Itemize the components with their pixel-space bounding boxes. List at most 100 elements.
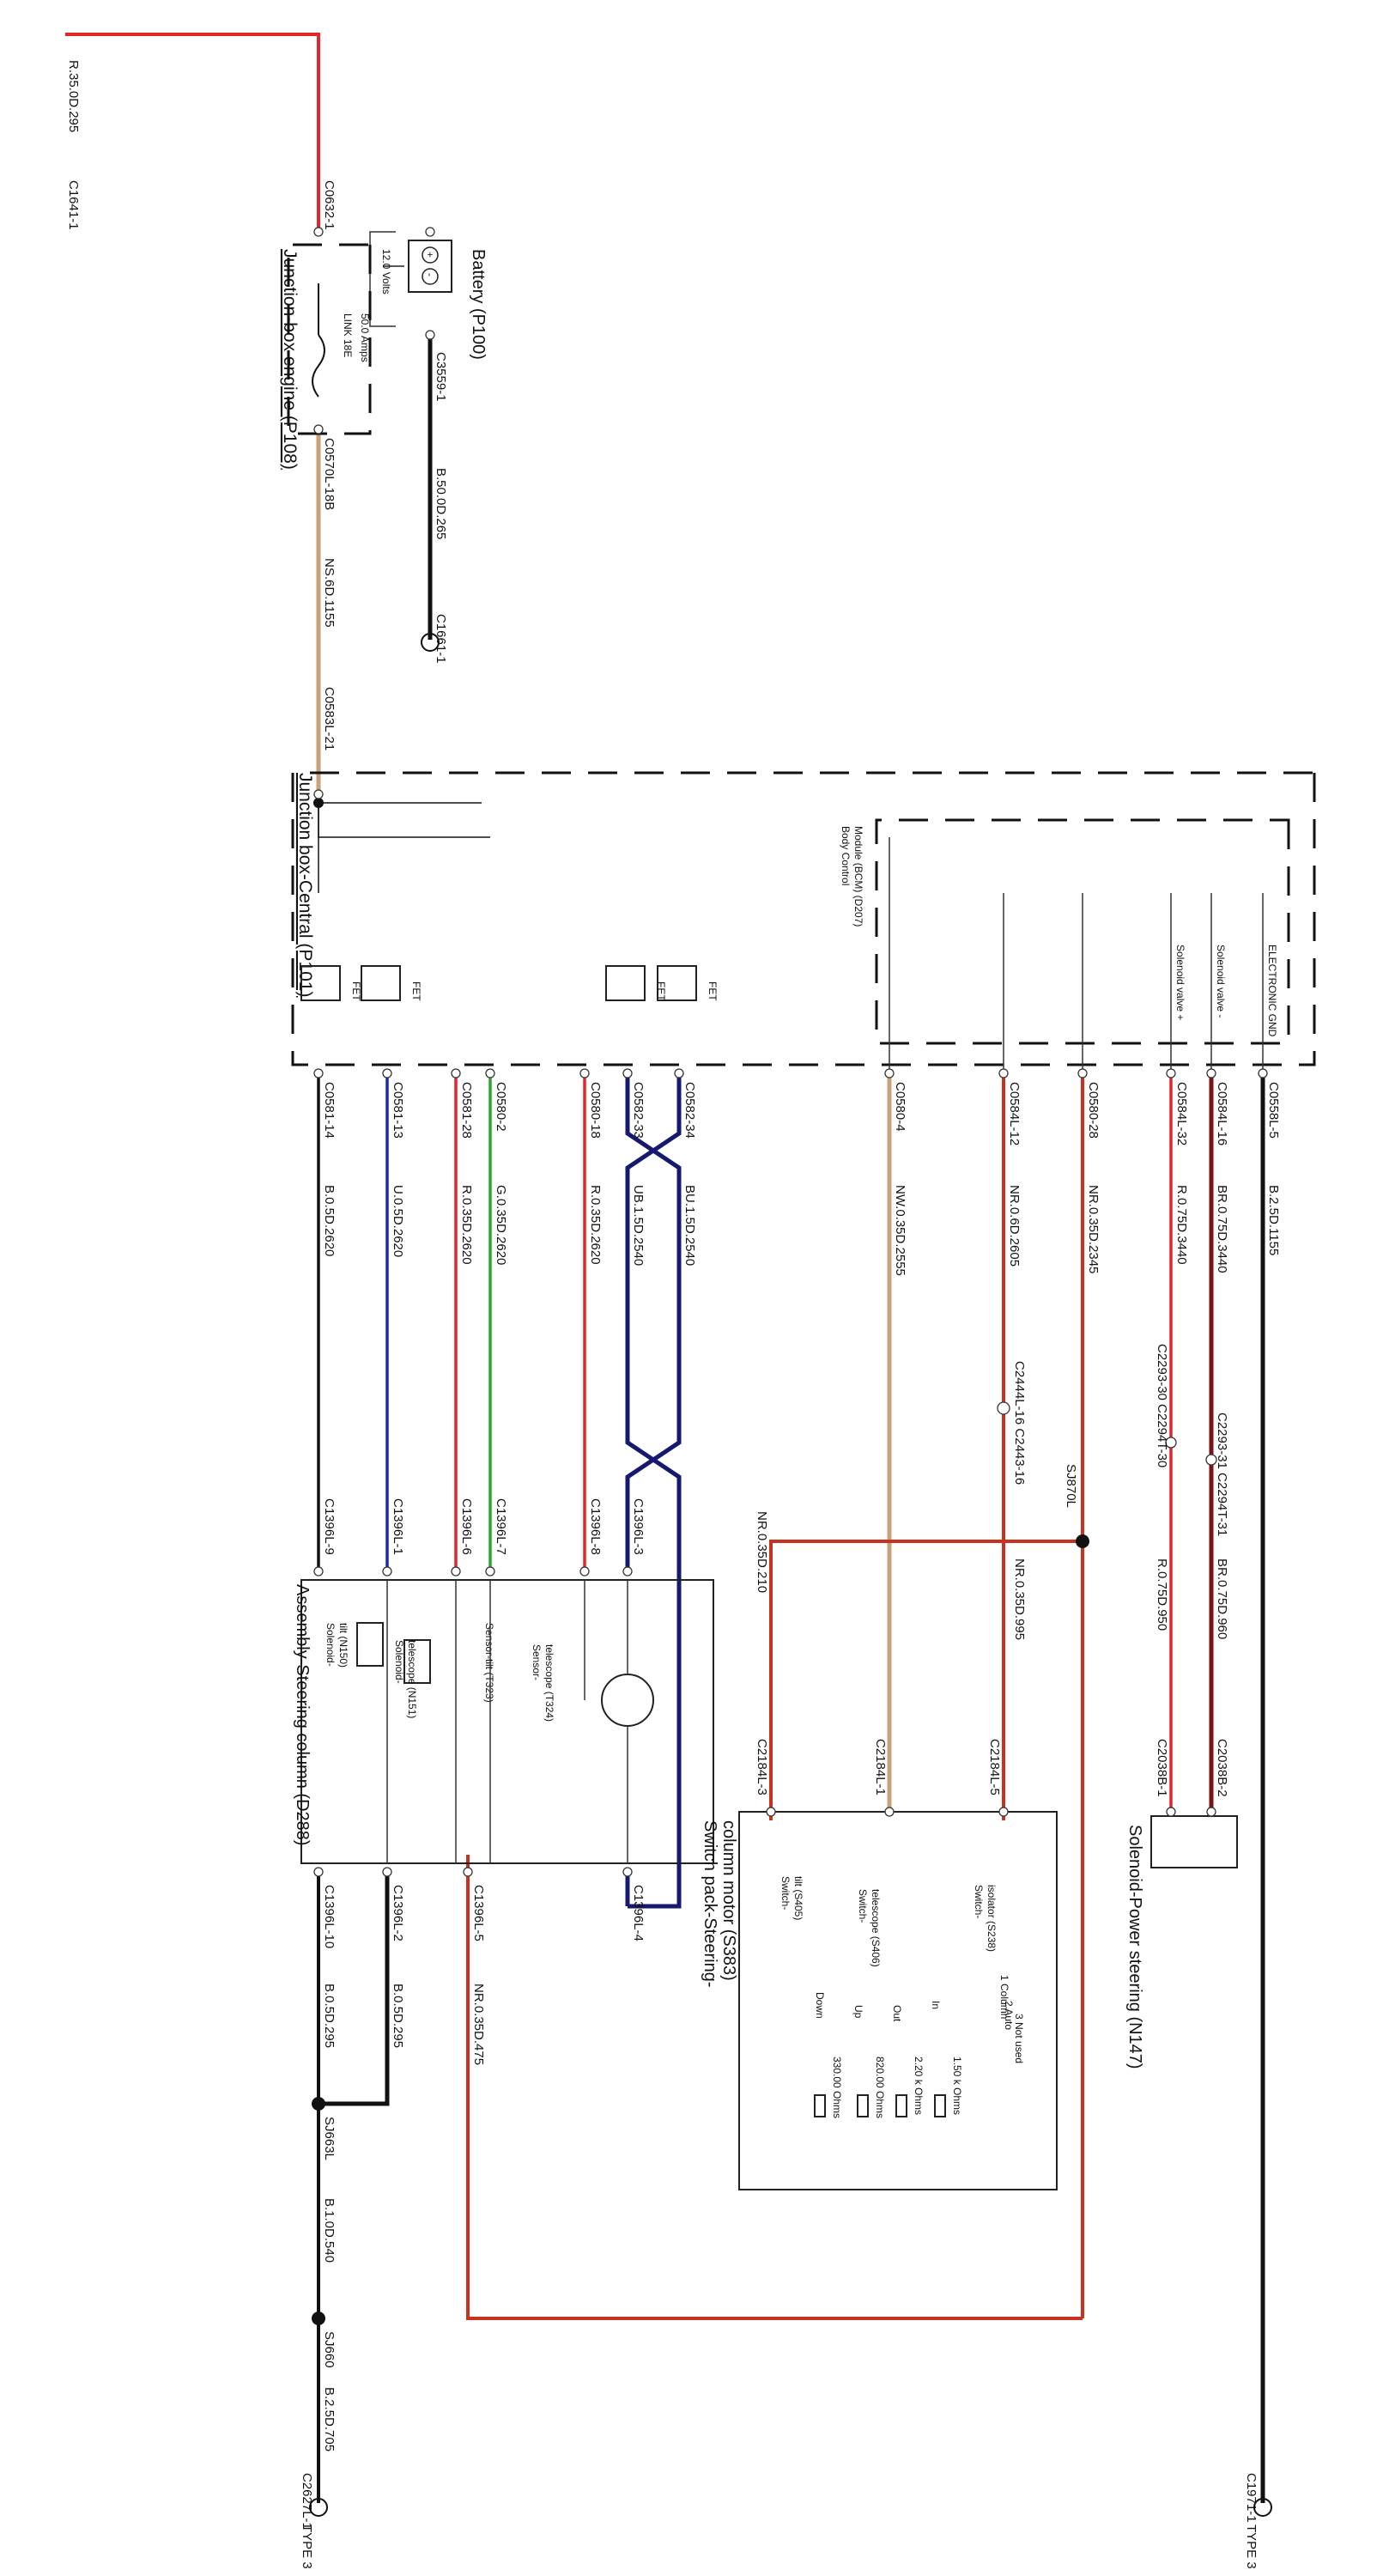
label-electronic-gnd: ELECTRONIC GND bbox=[1266, 945, 1278, 1037]
lbl-c0558: C0558L-5 bbox=[1266, 1082, 1281, 1139]
solenoid-telescope-l1: Solenoid- bbox=[393, 1640, 405, 1684]
lbl-nr2345: NR.0.35D.2345 bbox=[1086, 1185, 1101, 1273]
svg-text:+: + bbox=[424, 252, 436, 258]
lbl-c1396-3: C1396L-3 bbox=[631, 1498, 646, 1555]
lbl-sj870: SJ870L bbox=[1064, 1464, 1078, 1508]
solenoid-power-steering: Solenoid-Power steering (N147) bbox=[1125, 1815, 1238, 2069]
lbl-ub15: UB.1.5D.2540 bbox=[631, 1185, 646, 1266]
lbl-r2620a: R.0.35D.2620 bbox=[459, 1185, 474, 1265]
lbl-c0583: C0583L-21 bbox=[322, 687, 337, 750]
junction-box-central: Junction box-Central (P101) Body Control… bbox=[291, 771, 1316, 1073]
lbl-c3559: C3559-1 bbox=[434, 352, 448, 402]
wire-ub-2540 bbox=[625, 1073, 682, 1571]
lbl-nr475: NR.0.35D.475 bbox=[471, 1984, 486, 2065]
solenoid-telescope-l2: telescope (N151) bbox=[406, 1640, 418, 1718]
lbl-b2620: B.0.5D.2620 bbox=[322, 1185, 337, 1256]
lbl-sj663: SJ663L bbox=[322, 2117, 337, 2160]
lbl-c1396-8: C1396L-8 bbox=[588, 1498, 603, 1555]
label-up: Up bbox=[852, 2005, 864, 2019]
fuse-rating: 50.0 Amps bbox=[359, 313, 371, 362]
svg-text:-: - bbox=[424, 273, 436, 276]
lbl-c2293-30: C2293-30 C2294T-30 bbox=[1155, 1344, 1169, 1467]
fet-label-2: FET bbox=[410, 981, 422, 1001]
ground-icon bbox=[421, 633, 440, 652]
lbl-b25-705: B.2.5D.705 bbox=[322, 2387, 337, 2451]
lbl-b10-540: B.1.0D.540 bbox=[322, 2198, 337, 2263]
lbl-c0584-32: C0584L-32 bbox=[1174, 1082, 1189, 1145]
lbl-c0580-4: C0580-4 bbox=[893, 1082, 907, 1132]
lbl-b05-295b: B.0.5D.295 bbox=[391, 1984, 405, 2048]
pos-2: 2 Auto bbox=[1003, 2001, 1015, 2030]
ground-icon bbox=[1253, 2498, 1272, 2517]
lbl-c0570: C0570L-18B bbox=[322, 438, 337, 510]
lbl-c1396-5: C1396L-5 bbox=[471, 1885, 486, 1941]
lbl-c0580-28: C0580-28 bbox=[1086, 1082, 1101, 1139]
lbl-nr995: NR.0.35D.995 bbox=[1012, 1558, 1027, 1640]
lbl-c1396-4: C1396L-4 bbox=[631, 1885, 646, 1941]
connector-pins bbox=[313, 227, 1268, 1877]
sensor-telescope-l2: telescope (T324) bbox=[543, 1644, 555, 1722]
lbl-c2038-2: C2038B-2 bbox=[1215, 1739, 1229, 1797]
wires bbox=[65, 33, 1265, 2503]
lbl-c1661: C1661-1 bbox=[434, 614, 448, 664]
lbl-c0582-33: C0582-33 bbox=[631, 1082, 646, 1139]
fet-label-4: FET bbox=[707, 981, 719, 1001]
sensor-telescope-l1: Sensor- bbox=[531, 1644, 543, 1680]
wire-labels: R.35.0D.295 C1641-1 C0632-1 C3559-1 B.50… bbox=[66, 60, 1281, 2569]
lbl-br3440: BR.0.75D.3440 bbox=[1215, 1185, 1229, 1273]
lbl-c0584-16: C0584L-16 bbox=[1215, 1082, 1229, 1145]
lbl-r35: R.35.0D.295 bbox=[66, 60, 81, 132]
switch-tilt-2: tilt (S405) bbox=[792, 1876, 804, 1920]
lbl-c2293-31: C2293-31 C2294T-31 bbox=[1215, 1413, 1229, 1536]
lbl-c2184-3: C2184L-3 bbox=[755, 1739, 769, 1795]
solenoid-tilt-l2: tilt (N150) bbox=[337, 1623, 349, 1668]
label-out: Out bbox=[891, 2005, 903, 2022]
wire-bu-2540 bbox=[625, 1073, 682, 1909]
resistor-icons bbox=[814, 2094, 946, 2117]
steering-column-assembly: Assembly-Steering column (D288) Solenoid… bbox=[293, 1579, 714, 1864]
label-down: Down bbox=[814, 1992, 826, 2019]
lbl-c1971: C1971-1 bbox=[1244, 2473, 1259, 2523]
lbl-c2184-1: C2184L-1 bbox=[873, 1739, 888, 1795]
lbl-c2444: C2444L-16 C2443-16 bbox=[1012, 1361, 1027, 1485]
lbl-c2038-1: C2038B-1 bbox=[1155, 1739, 1169, 1797]
lbl-c1396-9: C1396L-9 bbox=[322, 1498, 337, 1555]
steering-column-title: Assembly-Steering column (D288) bbox=[293, 1584, 312, 1846]
switch-pack-title-1: Switch pack-Steering- bbox=[701, 1820, 719, 1988]
switch-tilt-1: Switch- bbox=[779, 1876, 792, 1910]
lbl-c1396-2: C1396L-2 bbox=[391, 1885, 405, 1941]
label-solenoid-plus: Solenoid valve + bbox=[1174, 945, 1186, 1020]
fet-label-3: FET bbox=[655, 981, 667, 1001]
battery-voltage: 12.0 Volts bbox=[380, 249, 392, 295]
label-solenoid-minus: Solenoid valve - bbox=[1215, 945, 1227, 1018]
pos-3: 3 Not used bbox=[1013, 2014, 1025, 2063]
motor-icon bbox=[601, 1674, 654, 1727]
jb-engine-title: Junction-box engine (P108) bbox=[280, 249, 300, 470]
bcm-line1: Body Control bbox=[840, 826, 852, 885]
splices bbox=[312, 798, 1089, 2325]
lbl-g035: G.0.35D.2620 bbox=[494, 1185, 508, 1265]
lbl-c0632: C0632-1 bbox=[322, 180, 337, 230]
switch-pack-title-2: column motor (S383) bbox=[719, 1820, 738, 1981]
switch-isolator-1: Switch- bbox=[973, 1885, 985, 1918]
fet-label-1: FET bbox=[350, 981, 362, 1001]
lbl-br960: BR.0.75D.960 bbox=[1215, 1558, 1229, 1639]
wire-battery-feed[interactable] bbox=[65, 33, 320, 232]
res-2k2: 2.20 k Ohms bbox=[913, 2057, 925, 2115]
junction-box-engine: Junction-box engine (P108) LINK 18E 50.0… bbox=[280, 243, 372, 470]
solenoid-ps-title: Solenoid-Power steering (N147) bbox=[1125, 1825, 1144, 2069]
lbl-b50: B.50.0D.265 bbox=[434, 468, 448, 539]
switch-telescope-2: telescope (S406) bbox=[870, 1889, 882, 1967]
lbl-c1396-1: C1396L-1 bbox=[391, 1498, 405, 1555]
lbl-c2184-5: C2184L-5 bbox=[987, 1739, 1002, 1795]
lbl-sj660: SJ660 bbox=[322, 2331, 337, 2368]
lbl-c0581-28: C0581-28 bbox=[459, 1082, 474, 1139]
lbl-c0581-13: C0581-13 bbox=[391, 1082, 405, 1139]
lbl-nr210: NR.0.35D.210 bbox=[755, 1511, 769, 1593]
lbl-u05: U.0.5D.2620 bbox=[391, 1185, 405, 1257]
lbl-c2627: C2627L-1 bbox=[300, 2473, 314, 2530]
lbl-b05-295: B.0.5D.295 bbox=[322, 1984, 337, 2048]
lbl-c1396-6: C1396L-6 bbox=[459, 1498, 474, 1555]
lbl-r950: R.0.75D.950 bbox=[1155, 1558, 1169, 1631]
